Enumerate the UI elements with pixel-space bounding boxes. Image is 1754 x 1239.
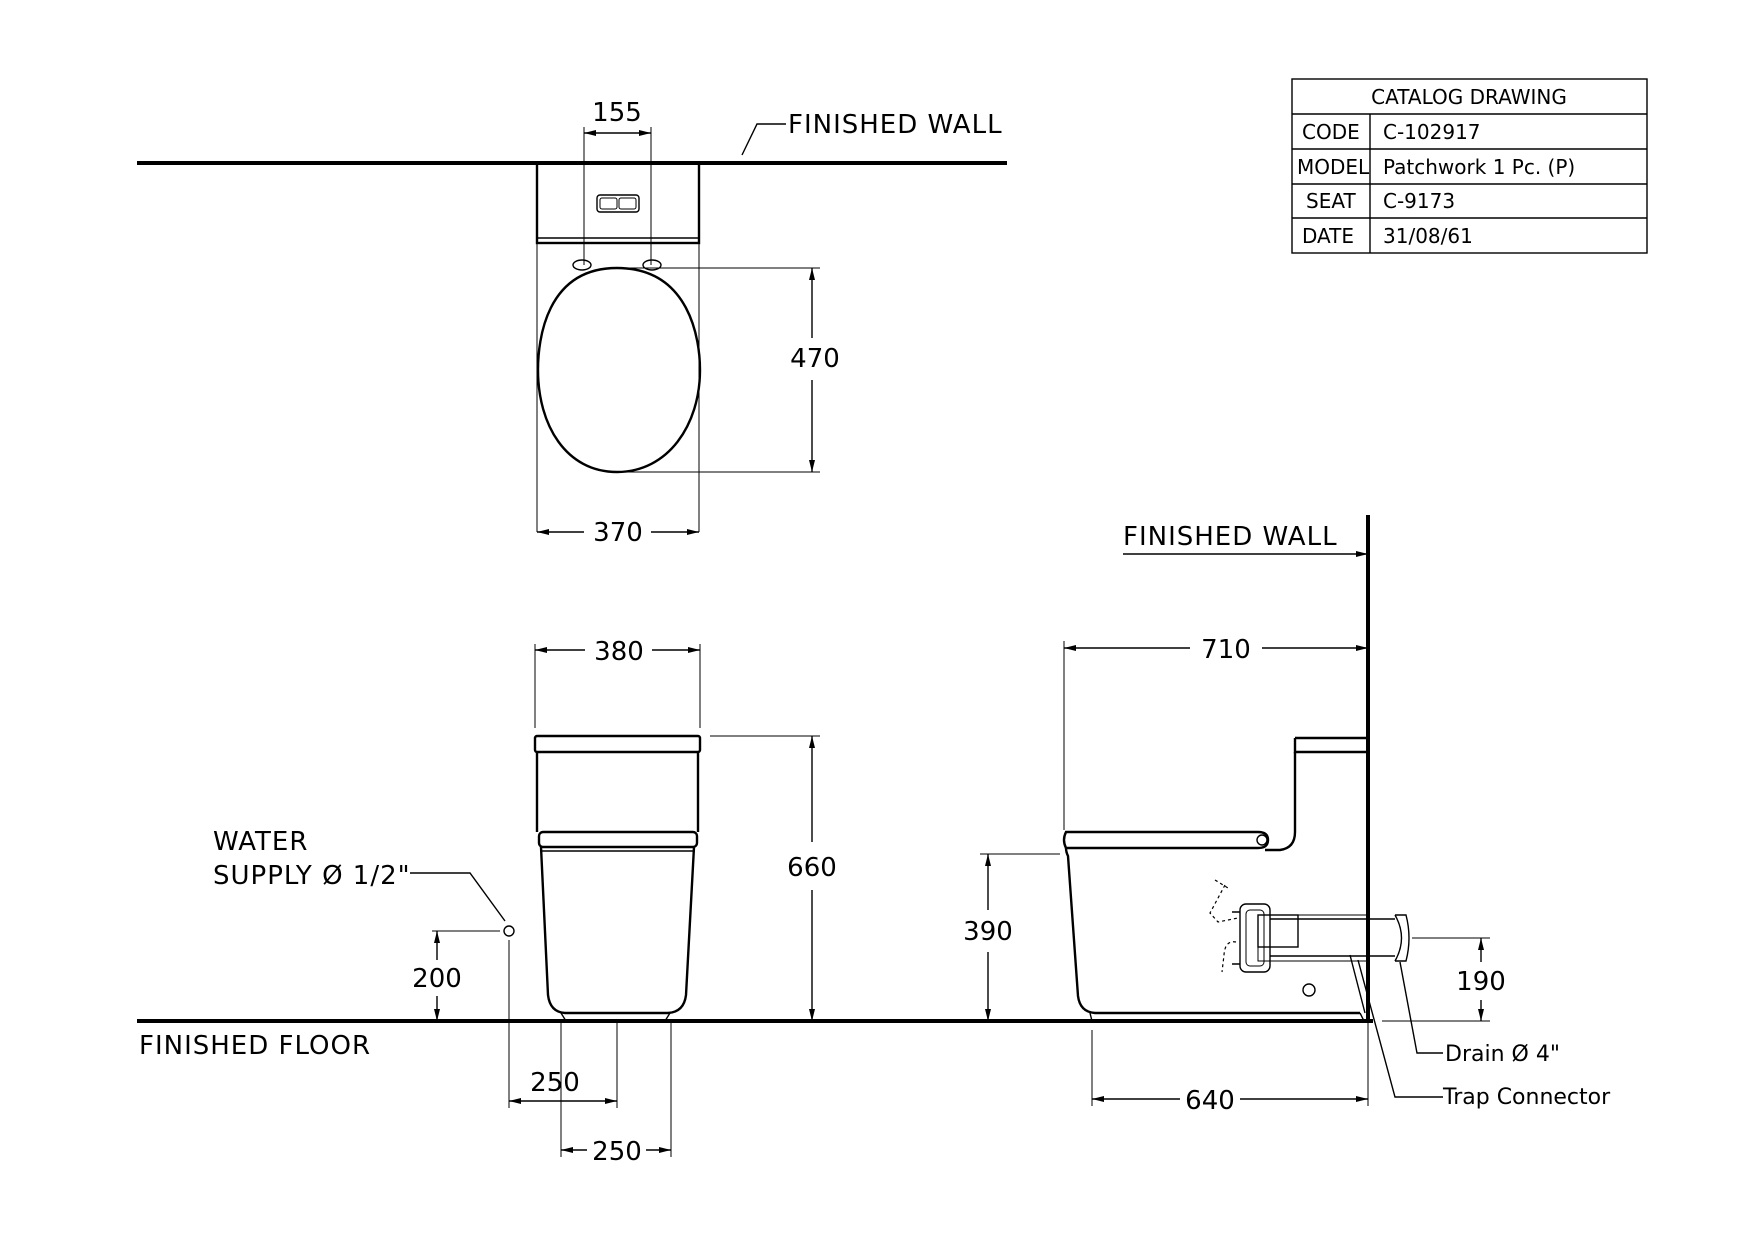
title-block-date-value: 31/08/61: [1383, 224, 1473, 248]
dim-660: 660: [787, 853, 837, 883]
title-block: CATALOG DRAWING CODE C-102917 MODEL Patc…: [1291, 78, 1648, 254]
side-view: FINISHED WALL 710: [963, 515, 1611, 1116]
flush-button-icon: [596, 194, 640, 213]
dim-190: 190: [1456, 967, 1506, 997]
title-block-code-value: C-102917: [1383, 120, 1481, 144]
dim-250-base: 250: [592, 1137, 642, 1167]
dim-390: 390: [963, 917, 1013, 947]
dim-380: 380: [594, 637, 644, 667]
title-block-date-key: DATE: [1302, 224, 1354, 248]
dim-710: 710: [1201, 635, 1251, 665]
drain-label: Drain Ø 4": [1445, 1042, 1560, 1067]
dim-155: 155: [592, 98, 642, 128]
title-block-model-key: MODEL: [1297, 155, 1370, 179]
finished-wall-label-side: FINISHED WALL: [1123, 522, 1338, 552]
dim-370: 370: [593, 518, 643, 548]
title-block-seat-key: SEAT: [1306, 189, 1356, 213]
dim-200: 200: [412, 964, 462, 994]
title-block-model-value: Patchwork 1 Pc. (P): [1383, 155, 1575, 179]
front-view: 380 660 WATER SUPPLY Ø 1/2" 200 250 250: [213, 637, 837, 1167]
tank-top: [535, 161, 701, 245]
dim-640: 640: [1185, 1086, 1235, 1116]
trap-connector-label: Trap Connector: [1442, 1085, 1611, 1110]
top-view: FINISHED WALL 155 470 370: [137, 98, 1007, 548]
trap-connector: [1209, 879, 1410, 997]
water-supply-label-2: SUPPLY Ø 1/2": [213, 861, 411, 891]
seat-top: [536, 266, 702, 474]
water-supply-icon: [503, 925, 515, 937]
dim-470: 470: [790, 344, 840, 374]
title-block-heading: CATALOG DRAWING: [1371, 85, 1567, 109]
water-supply-label-1: WATER: [213, 827, 308, 857]
finished-wall-label-top: FINISHED WALL: [788, 110, 1003, 140]
title-block-seat-value: C-9173: [1383, 189, 1455, 213]
title-block-code-key: CODE: [1302, 120, 1360, 144]
finished-floor-label: FINISHED FLOOR: [139, 1031, 371, 1061]
dim-250-offset: 250: [530, 1068, 580, 1098]
